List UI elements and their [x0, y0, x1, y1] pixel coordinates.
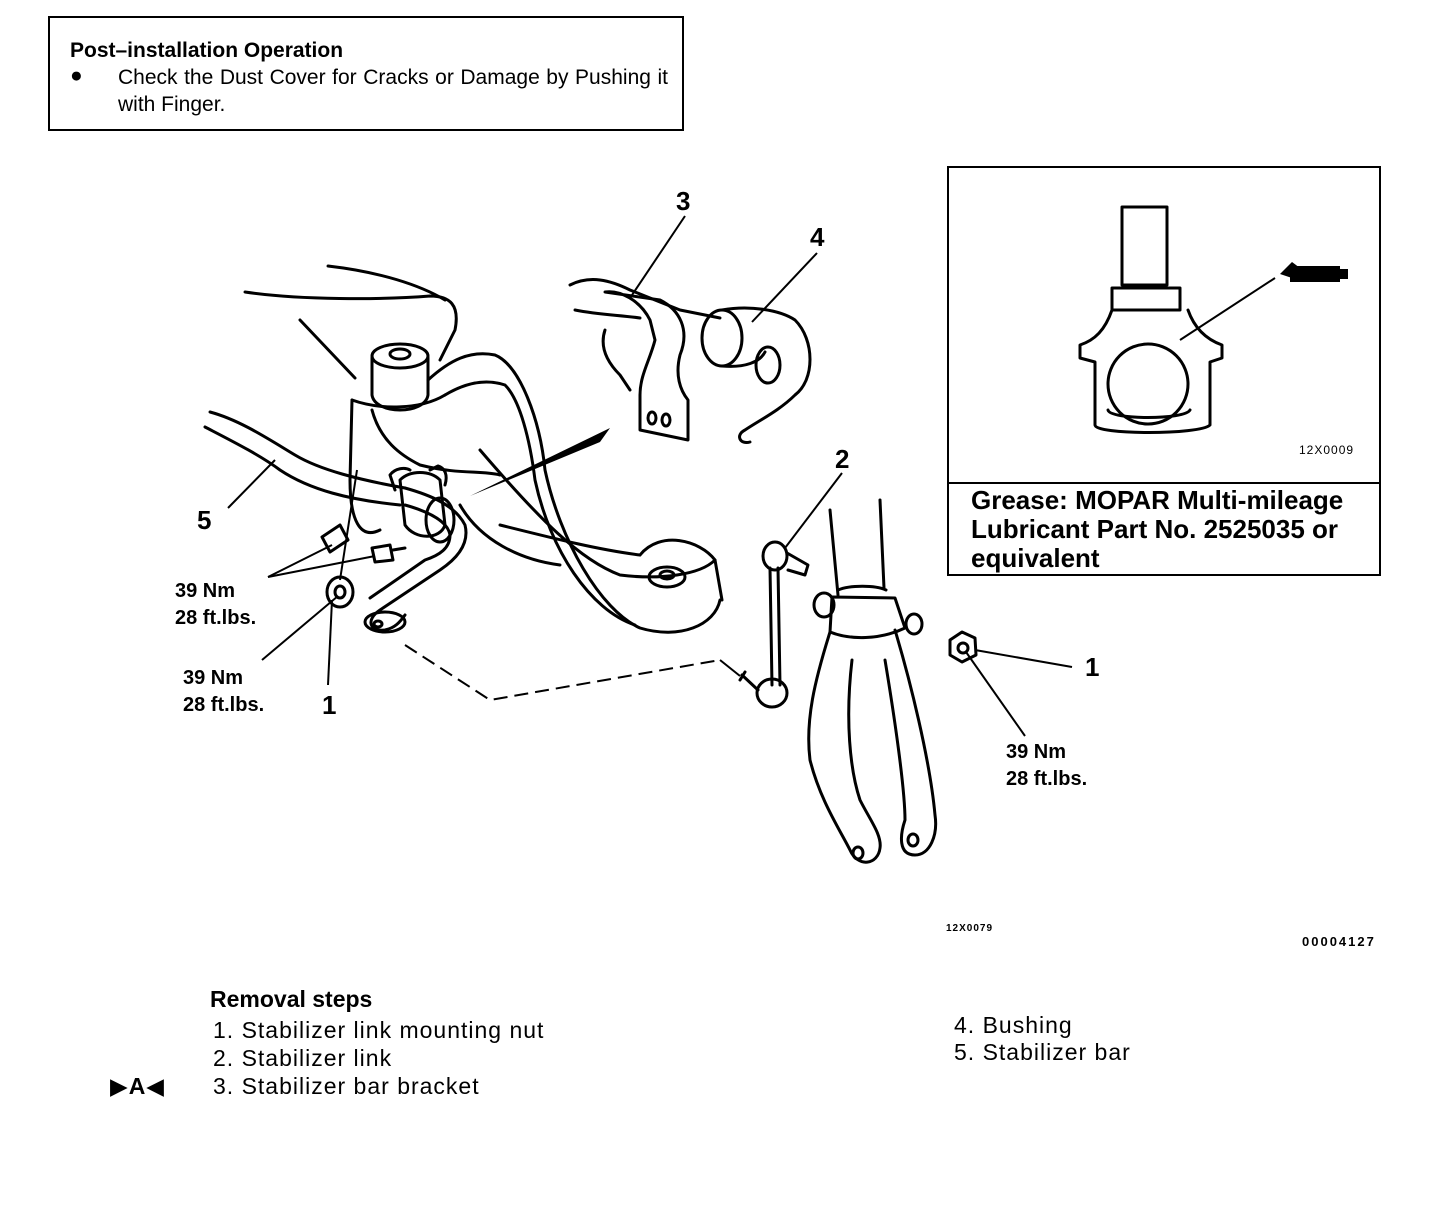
- crossmember-illustration: [243, 264, 724, 634]
- inset-divider: [949, 482, 1379, 484]
- service-point-marker-icon: ▶A◀: [110, 1073, 165, 1099]
- strut-fork-illustration: [807, 498, 938, 864]
- figure-code: 12X0079: [946, 923, 994, 934]
- removal-step-1: 1. Stabilizer link mounting nut: [213, 1017, 545, 1043]
- inset-ball-joint-illustration: [1078, 205, 1224, 434]
- torque-spec-1: 39 Nm 28 ft.lbs.: [175, 578, 256, 632]
- stabilizer-link-illustration: [738, 540, 810, 709]
- callout-1-left: 1: [322, 690, 337, 720]
- removal-step-4: 4. Bushing: [954, 1012, 1073, 1038]
- bracket-on-bar-illustration: [388, 464, 456, 544]
- torque-nm: 39 Nm: [183, 667, 244, 689]
- torque-spec-2: 39 Nm 28 ft.lbs.: [183, 665, 264, 719]
- removal-step-2: 2. Stabilizer link: [213, 1045, 393, 1071]
- removal-step-3: 3. Stabilizer bar bracket: [213, 1073, 480, 1099]
- grease-gun-icon: [1280, 262, 1348, 282]
- removal-step-5: 5. Stabilizer bar: [954, 1039, 1131, 1065]
- bracket-part-illustration: [568, 278, 722, 442]
- torque-nm: 39 Nm: [1006, 741, 1067, 763]
- callout-4: 4: [810, 222, 825, 252]
- inset-figure-code: 12X0009: [1299, 443, 1355, 457]
- torque-nm: 39 Nm: [175, 580, 236, 602]
- grease-spec-text: Grease: MOPAR Multi-mileage Lubricant Pa…: [971, 485, 1344, 573]
- note-text: Check the Dust Cover for Cracks or Damag…: [118, 66, 668, 116]
- callout-1-right: 1: [1085, 652, 1100, 682]
- bushing-part-illustration: [700, 306, 812, 445]
- bullet-icon: ●: [70, 64, 83, 87]
- callout-2: 2: [835, 444, 850, 474]
- grease-pointer-arrow: [470, 428, 610, 496]
- torque-ftlbs: 28 ft.lbs.: [183, 694, 265, 716]
- callout-5: 5: [197, 505, 212, 535]
- removal-steps-title: Removal steps: [210, 986, 373, 1012]
- grease-spec-inset: 12X0009 Grease: MOPAR Multi-mileage Lubr…: [947, 166, 1381, 576]
- document-code: 00004127: [1302, 934, 1376, 949]
- torque-spec-3: 39 Nm 28 ft.lbs.: [1006, 739, 1087, 793]
- torque-ftlbs: 28 ft.lbs.: [1006, 768, 1088, 790]
- note-title: Post–installation Operation: [70, 39, 344, 62]
- callout-3: 3: [676, 186, 691, 216]
- bolts-left-illustration: [320, 523, 407, 609]
- torque-ftlbs: 28 ft.lbs.: [175, 607, 257, 629]
- nut-right-illustration: [948, 630, 978, 664]
- leader-lines: [227, 215, 1276, 737]
- post-installation-note: Post–installation Operation ● Check the …: [48, 16, 684, 131]
